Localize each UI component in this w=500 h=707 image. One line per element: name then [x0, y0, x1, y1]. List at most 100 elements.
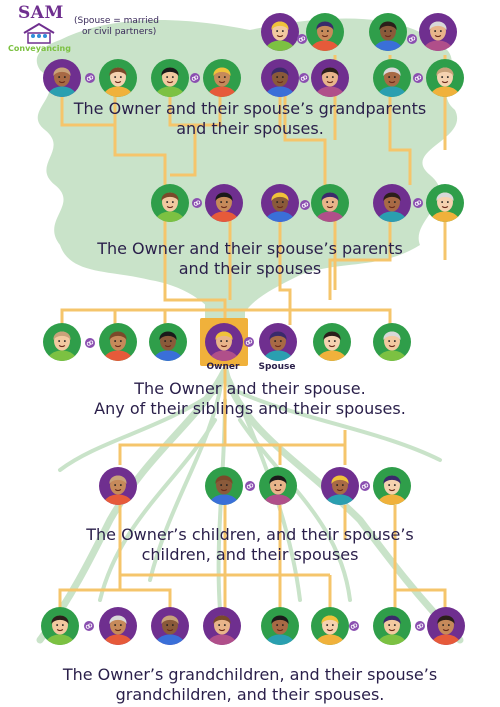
- avatar-figure: [317, 331, 347, 361]
- avatar-hair: [213, 67, 231, 77]
- avatar-hair: [109, 67, 127, 77]
- avatar-figure: [45, 615, 75, 645]
- avatar-mouth: [166, 628, 174, 632]
- avatar-children: [259, 467, 297, 505]
- avatar-hair: [53, 67, 71, 77]
- avatar-parents: [205, 184, 243, 222]
- avatar-eye: [225, 340, 228, 342]
- marriage-rings-icon: [349, 621, 359, 631]
- avatar-figure: [431, 615, 461, 645]
- avatar-shirt: [265, 211, 295, 222]
- avatar-eye: [223, 624, 226, 626]
- avatar-figure: [423, 21, 453, 51]
- avatar-shirt: [423, 40, 453, 51]
- avatar-shirt: [430, 86, 460, 97]
- caption-grandchildren-line2: grandchildren, and their spouses.: [115, 685, 385, 704]
- marriage-rings-icon: [300, 200, 310, 210]
- avatar-hair: [383, 475, 401, 485]
- marriage-rings-icon: [360, 481, 370, 491]
- avatar-mouth: [56, 628, 64, 632]
- avatar-grandparents: [99, 59, 137, 97]
- avatar-figure: [373, 21, 403, 51]
- avatar-mouth: [388, 628, 396, 632]
- avatar-eye: [281, 201, 284, 203]
- avatar-figure: [377, 615, 407, 645]
- avatar-figure: [103, 331, 133, 361]
- avatar-eye: [114, 484, 117, 486]
- ring: [304, 202, 309, 207]
- avatar-shirt: [209, 494, 239, 505]
- avatar-eye: [388, 76, 391, 79]
- avatar-shirt: [310, 40, 340, 51]
- avatar-eye: [321, 30, 324, 32]
- avatar-figure: [325, 475, 355, 505]
- avatar-eye: [218, 76, 221, 79]
- avatar-eye: [388, 484, 391, 486]
- connector: [335, 308, 392, 325]
- avatar-owner-siblings: [43, 323, 81, 361]
- avatar-figure: [430, 67, 460, 97]
- avatar-children: [373, 467, 411, 505]
- avatar-owner-siblings: [99, 323, 137, 361]
- avatar-eye: [56, 624, 59, 626]
- avatar-eye: [441, 201, 444, 203]
- avatar-hair: [159, 331, 177, 341]
- avatar-hair: [321, 192, 339, 202]
- avatar-hair: [383, 67, 401, 77]
- avatar-figure: [103, 615, 133, 645]
- avatar-eye: [119, 340, 122, 342]
- avatar-eye: [446, 201, 449, 203]
- avatar-figure: [207, 67, 237, 97]
- avatar-mouth: [434, 34, 442, 38]
- avatar-hair: [379, 21, 397, 31]
- avatar-mouth: [218, 628, 226, 632]
- avatar-eye: [281, 624, 284, 626]
- avatar-eye: [328, 340, 331, 342]
- avatar-shirt: [431, 634, 461, 645]
- avatar-eye: [169, 340, 172, 342]
- avatar-parents: [426, 184, 464, 222]
- avatar-eye: [442, 624, 445, 626]
- avatar-figure: [265, 67, 295, 97]
- avatar-eye: [331, 624, 334, 626]
- avatar-mouth: [166, 80, 174, 84]
- avatar-mouth: [220, 205, 228, 209]
- avatar-eye: [326, 624, 329, 626]
- avatar-eye: [61, 624, 64, 626]
- caption-parents-line1: The Owner and their spouse’s parents: [97, 239, 403, 258]
- avatar-figure: [263, 331, 293, 361]
- avatar-hair: [161, 192, 179, 202]
- avatar-grandparents: [311, 59, 349, 97]
- avatar-mouth: [276, 205, 284, 209]
- root-strand: [221, 366, 464, 644]
- avatar-eye: [220, 201, 223, 203]
- avatar-eye: [446, 76, 449, 79]
- house-family-icon: [23, 22, 55, 44]
- root-strand: [232, 388, 442, 462]
- avatar-figure: [209, 475, 239, 505]
- avatar-figure: [315, 615, 345, 645]
- ring: [89, 340, 94, 345]
- avatar-hair: [331, 475, 349, 485]
- avatar-eye: [119, 484, 122, 486]
- caption-owner-line1: The Owner and their spouse.: [134, 379, 366, 398]
- avatar-owner-siblings: [149, 323, 187, 361]
- caption-children-line2: children, and their spouses: [141, 545, 359, 564]
- avatar-hair: [271, 21, 289, 31]
- avatar-eye: [164, 340, 167, 342]
- ring: [417, 75, 422, 80]
- avatar-mouth: [328, 344, 336, 348]
- avatar-children: [321, 467, 359, 505]
- caption-grandchildren-line1: The Owner’s grandchildren, and their spo…: [62, 665, 438, 684]
- marriage-rings-icon: [297, 34, 307, 44]
- ring: [411, 36, 416, 41]
- avatar-eye: [331, 76, 334, 79]
- avatar-shirt: [265, 634, 295, 645]
- avatar-shirt: [263, 494, 293, 505]
- avatar-owner-siblings: [373, 323, 411, 361]
- avatar-eye: [447, 624, 450, 626]
- avatar-mouth: [274, 344, 282, 348]
- avatar-shirt: [103, 86, 133, 97]
- avatar-shirt: [315, 211, 345, 222]
